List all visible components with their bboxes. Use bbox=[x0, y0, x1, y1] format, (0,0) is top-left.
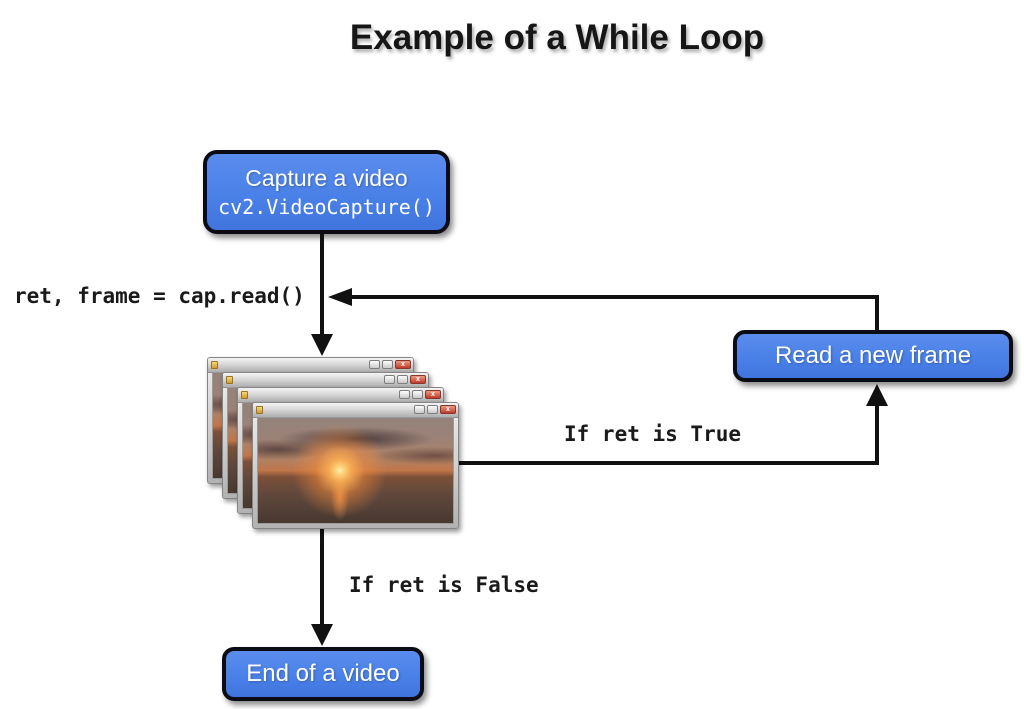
edge-read-to-loopback bbox=[875, 295, 879, 332]
video-window: x bbox=[252, 402, 459, 529]
window-app-icon bbox=[226, 376, 233, 384]
diagram-title: Example of a While Loop bbox=[349, 18, 765, 57]
window-maximize-button[interactable] bbox=[427, 405, 438, 414]
sunset-frame-image bbox=[257, 417, 454, 524]
edge-loopback-horizontal bbox=[350, 295, 879, 299]
window-titlebar: x bbox=[238, 388, 443, 403]
label-if-true: If ret is True bbox=[564, 422, 742, 446]
arrowhead-down-to-frames-icon bbox=[311, 334, 333, 356]
window-close-button[interactable]: x bbox=[440, 405, 456, 414]
window-app-icon bbox=[256, 406, 263, 414]
edge-if-false-vertical bbox=[320, 527, 324, 626]
edge-if-true-vertical bbox=[875, 404, 879, 463]
window-app-icon bbox=[241, 391, 248, 399]
window-minimize-button[interactable] bbox=[369, 360, 380, 369]
window-titlebar: x bbox=[253, 403, 458, 418]
window-minimize-button[interactable] bbox=[384, 375, 395, 384]
window-close-button[interactable]: x bbox=[425, 390, 441, 399]
label-read-call: ret, frame = cap.read() bbox=[14, 284, 305, 308]
window-minimize-button[interactable] bbox=[399, 390, 410, 399]
arrowhead-down-to-end-icon bbox=[311, 624, 333, 646]
node-read-frame: Read a new frame bbox=[733, 330, 1013, 382]
window-app-icon bbox=[211, 361, 218, 369]
window-maximize-button[interactable] bbox=[382, 360, 393, 369]
capture-node-label: Capture a video bbox=[245, 164, 408, 191]
read-node-label: Read a new frame bbox=[774, 341, 972, 369]
window-close-button[interactable]: x bbox=[395, 360, 411, 369]
end-node-label: End of a video bbox=[246, 659, 400, 687]
arrowhead-up-to-read-icon bbox=[866, 384, 888, 406]
capture-node-code: cv2.VideoCapture() bbox=[218, 195, 435, 220]
edge-capture-to-frames bbox=[320, 234, 324, 336]
node-end-video: End of a video bbox=[222, 647, 424, 701]
window-titlebar: x bbox=[223, 373, 428, 388]
label-if-false: If ret is False bbox=[349, 573, 539, 597]
window-minimize-button[interactable] bbox=[414, 405, 425, 414]
window-titlebar: x bbox=[208, 358, 413, 373]
node-capture-video: Capture a video cv2.VideoCapture() bbox=[203, 150, 450, 234]
window-maximize-button[interactable] bbox=[397, 375, 408, 384]
window-maximize-button[interactable] bbox=[412, 390, 423, 399]
window-close-button[interactable]: x bbox=[410, 375, 426, 384]
arrowhead-left-loopback-icon bbox=[328, 288, 352, 306]
edge-if-true-horizontal bbox=[458, 461, 879, 465]
